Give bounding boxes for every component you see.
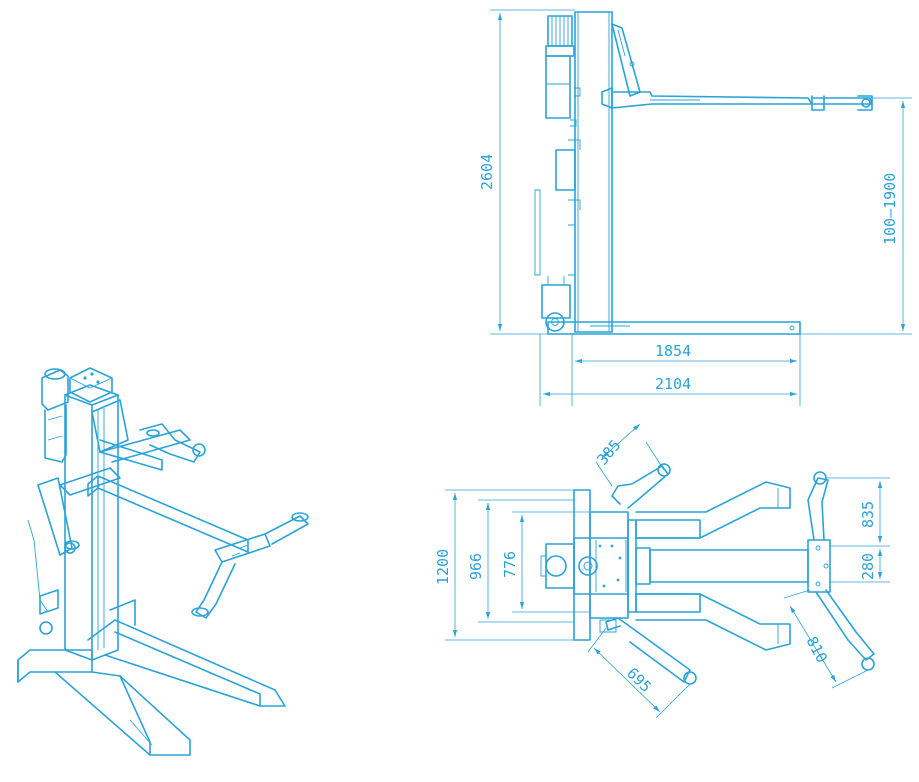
iso-motor: [41, 368, 69, 463]
side-dimensions: 2604 100—1900 1854 2104: [478, 9, 912, 406]
top-left-short-arm-upper: [611, 465, 669, 509]
dim-385: 385: [593, 436, 624, 468]
top-column-plate: [573, 489, 591, 641]
side-wheel: [545, 312, 565, 332]
side-carriage-link: [611, 23, 641, 97]
side-motor: [545, 15, 581, 119]
dim-835: 835: [859, 501, 877, 528]
iso-carriage-arms: [59, 399, 309, 619]
dim-280: 280: [859, 553, 877, 580]
iso-cylinder: [27, 477, 76, 635]
dim-966: 966: [467, 553, 485, 580]
dim-1854: 1854: [655, 342, 691, 360]
side-column: [574, 11, 613, 333]
top-crossbeam-end: [807, 539, 831, 593]
iso-base-feet: [17, 599, 286, 756]
dim-2604: 2604: [478, 154, 496, 190]
dim-810: 810: [802, 633, 831, 665]
side-lift-arm: [601, 87, 873, 111]
top-right-swing-arm-lower: [815, 589, 875, 661]
dim-1200: 1200: [434, 549, 452, 585]
iso-column: [64, 367, 119, 661]
dim-2104: 2104: [655, 375, 691, 393]
top-lower-arm: [635, 593, 791, 651]
top-right-swing-arm-upper: [807, 477, 829, 541]
isometric-view: [17, 367, 309, 756]
dim-776: 776: [501, 551, 519, 578]
top-dimensions: 1200 966 776 385 695 810 835 280: [434, 423, 890, 719]
side-view: [534, 11, 873, 335]
dim-100-1900: 100—1900: [881, 173, 899, 245]
dim-695: 695: [623, 664, 655, 696]
top-upper-arm: [635, 481, 791, 539]
